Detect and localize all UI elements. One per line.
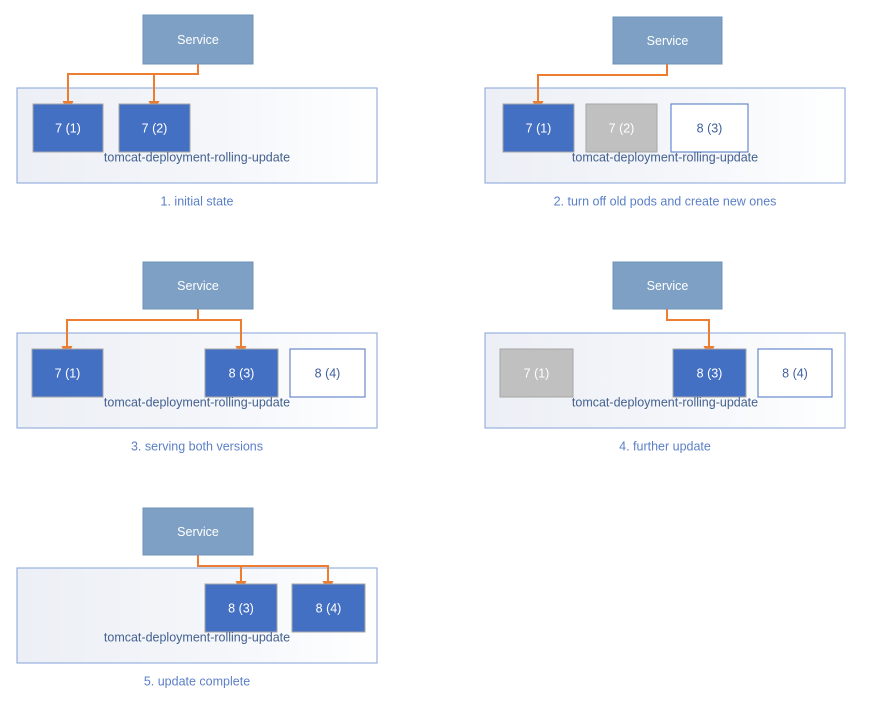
panel-1: Service 7 (1) 7 (2) tomcat-deployment-rolli…: [16, 14, 378, 208]
pod-box-7-2-[interactable]: [118, 103, 191, 153]
pod-box-8-3-[interactable]: [672, 348, 747, 398]
connector-line-service-to-pod-7-1: [537, 64, 668, 101]
panel-caption: 2. turn off old pods and create new ones: [554, 194, 777, 208]
deployment-name-label: tomcat-deployment-rolling-update: [104, 150, 290, 164]
pod-label: 8 (3): [697, 366, 723, 380]
pod-box-7-1-[interactable]: [499, 348, 574, 398]
service-box[interactable]: [142, 507, 254, 556]
pod-box-8-4-[interactable]: [289, 348, 366, 398]
pod-label: 8 (3): [697, 121, 723, 135]
pod-box-8-4-[interactable]: [757, 348, 833, 398]
panel-caption: 3. serving both versions: [131, 439, 263, 453]
service-box[interactable]: [142, 261, 254, 310]
panel-4: Service 7 (1) 8 (3) 8 (4) tomcat-deployment-…: [484, 261, 846, 453]
service-label: Service: [647, 34, 689, 48]
panel-caption: 5. update complete: [144, 674, 250, 688]
pod-label: 7 (2): [609, 121, 635, 135]
pod-box-8-3-[interactable]: [204, 583, 278, 633]
pod-label: 7 (1): [55, 366, 81, 380]
pod-label: 7 (1): [55, 121, 81, 135]
deployment-name-label: tomcat-deployment-rolling-update: [572, 150, 758, 164]
pod-label: 7 (1): [524, 366, 550, 380]
pod-label: 7 (2): [142, 121, 168, 135]
connector-line-service-to-pod-8-3: [197, 309, 242, 346]
connector-line-service-to-pod-7-2: [153, 64, 199, 101]
panel-2: Service 7 (1) 7 (2) 8 (3) tomcat-deployment-…: [484, 16, 846, 208]
connector-line-service-to-pod-8-4: [197, 555, 329, 581]
deployment-name-label: tomcat-deployment-rolling-update: [104, 630, 290, 644]
panel-caption: 4. further update: [619, 439, 711, 453]
pod-label: 8 (4): [316, 601, 342, 615]
service-label: Service: [647, 279, 689, 293]
pod-label: 8 (4): [315, 366, 341, 380]
deployment-name-label: tomcat-deployment-rolling-update: [572, 395, 758, 409]
panel-3: Service 7 (1) 8 (3) 8 (4) tomcat-deployment-…: [16, 261, 378, 453]
pod-box-8-3-[interactable]: [204, 348, 279, 398]
pod-label: 8 (4): [782, 366, 808, 380]
pod-box-8-4-[interactable]: [291, 583, 366, 633]
service-label: Service: [177, 279, 219, 293]
service-box[interactable]: [612, 16, 723, 65]
deployment-name-label: tomcat-deployment-rolling-update: [104, 395, 290, 409]
pod-box-7-1-[interactable]: [502, 103, 575, 153]
pod-box-7-2-[interactable]: [585, 103, 658, 153]
pod-box-7-1-[interactable]: [31, 348, 104, 398]
pod-box-7-1-[interactable]: [32, 103, 104, 153]
service-box[interactable]: [612, 261, 723, 310]
service-label: Service: [177, 33, 219, 47]
connector-line-service-to-pod-8-3: [666, 309, 710, 346]
pod-label: 8 (3): [229, 366, 255, 380]
service-box[interactable]: [142, 14, 254, 65]
service-label: Service: [177, 525, 219, 539]
pod-label: 8 (3): [228, 601, 254, 615]
pod-label: 7 (1): [526, 121, 552, 135]
panel-5: Service 8 (3) 8 (4) tomcat-deployment-rolli…: [16, 507, 378, 688]
pod-box-8-3-[interactable]: [670, 103, 749, 153]
panel-caption: 1. initial state: [161, 194, 234, 208]
